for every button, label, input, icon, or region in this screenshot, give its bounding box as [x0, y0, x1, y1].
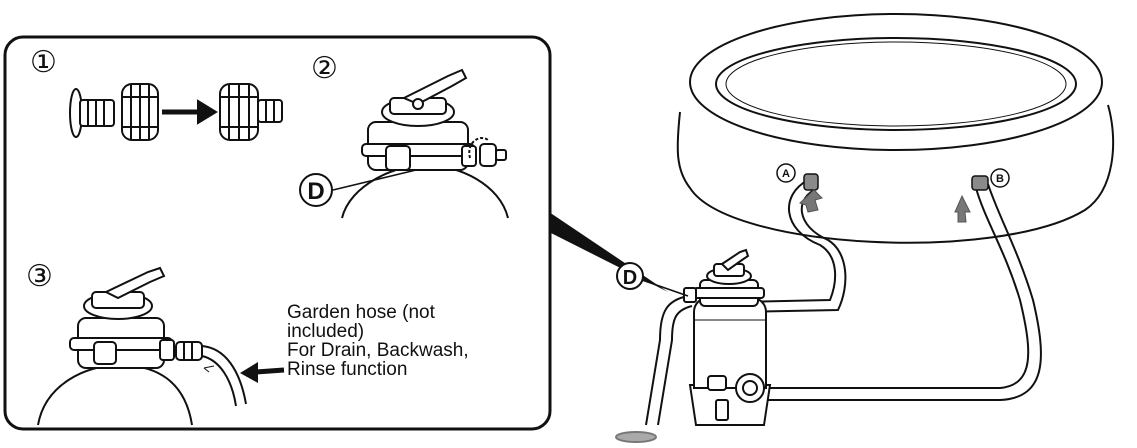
inset-pointer-wedge: [549, 212, 668, 292]
assembled-barb: [257, 99, 283, 123]
sand-filter-pump: [615, 248, 772, 443]
pool-illustration: [676, 13, 1115, 244]
port-d-leader-line: [641, 279, 689, 297]
step-2-valve-illustration: [332, 68, 509, 219]
hose-pointer-arrow-shaft: [255, 367, 285, 375]
flow-arrow-a: [799, 189, 823, 213]
rotation-arrow: [468, 137, 489, 159]
label-d-main-circle: [616, 262, 644, 290]
step-3-valve-illustration: [37, 266, 247, 426]
caption-line-3: For Drain, Backwash,: [287, 340, 469, 361]
label-b: B: [996, 173, 1004, 185]
label-d-inset-circle: [299, 173, 333, 207]
label-b-circle: [990, 168, 1010, 188]
valve-band: [361, 143, 475, 157]
drain-puddle: [615, 431, 657, 443]
garden-hose-caption: Garden hose (not included) For Drain, Ba…: [287, 303, 527, 379]
label-a-circle: [776, 163, 796, 183]
pump-tank: [693, 292, 767, 389]
caption-line-2: included): [287, 321, 365, 342]
assembly-arrow-head: [197, 99, 218, 125]
label-d-main: D: [623, 267, 637, 289]
hose-pointer-arrow-head: [240, 362, 258, 383]
flow-arrow-b: [954, 194, 971, 223]
step-1-adapter-illustration: [69, 83, 283, 141]
hose-b: [760, 183, 1042, 401]
garden-hose: [201, 345, 247, 407]
port-cap: [479, 143, 497, 167]
port-leader-line: [332, 169, 417, 191]
valve-handle-3: [103, 266, 166, 300]
step-3-number: ③: [26, 260, 53, 293]
hose-flow-arrow: [203, 365, 215, 373]
caption-line-1: Garden hose (not: [287, 302, 435, 323]
drain-hose: [645, 295, 693, 426]
step-2-number: ②: [311, 52, 338, 85]
hose-connector: [175, 341, 203, 361]
pool-ring-inner: [715, 37, 1077, 131]
pump-valve-handle: [720, 248, 750, 272]
hose-b-fitting: [971, 175, 989, 191]
label-d-inset: D: [307, 178, 324, 205]
step-1-number: ①: [30, 46, 57, 79]
label-a: A: [782, 168, 790, 180]
hose-a-fitting: [803, 173, 819, 191]
caption-line-4: Rinse function: [287, 359, 408, 380]
